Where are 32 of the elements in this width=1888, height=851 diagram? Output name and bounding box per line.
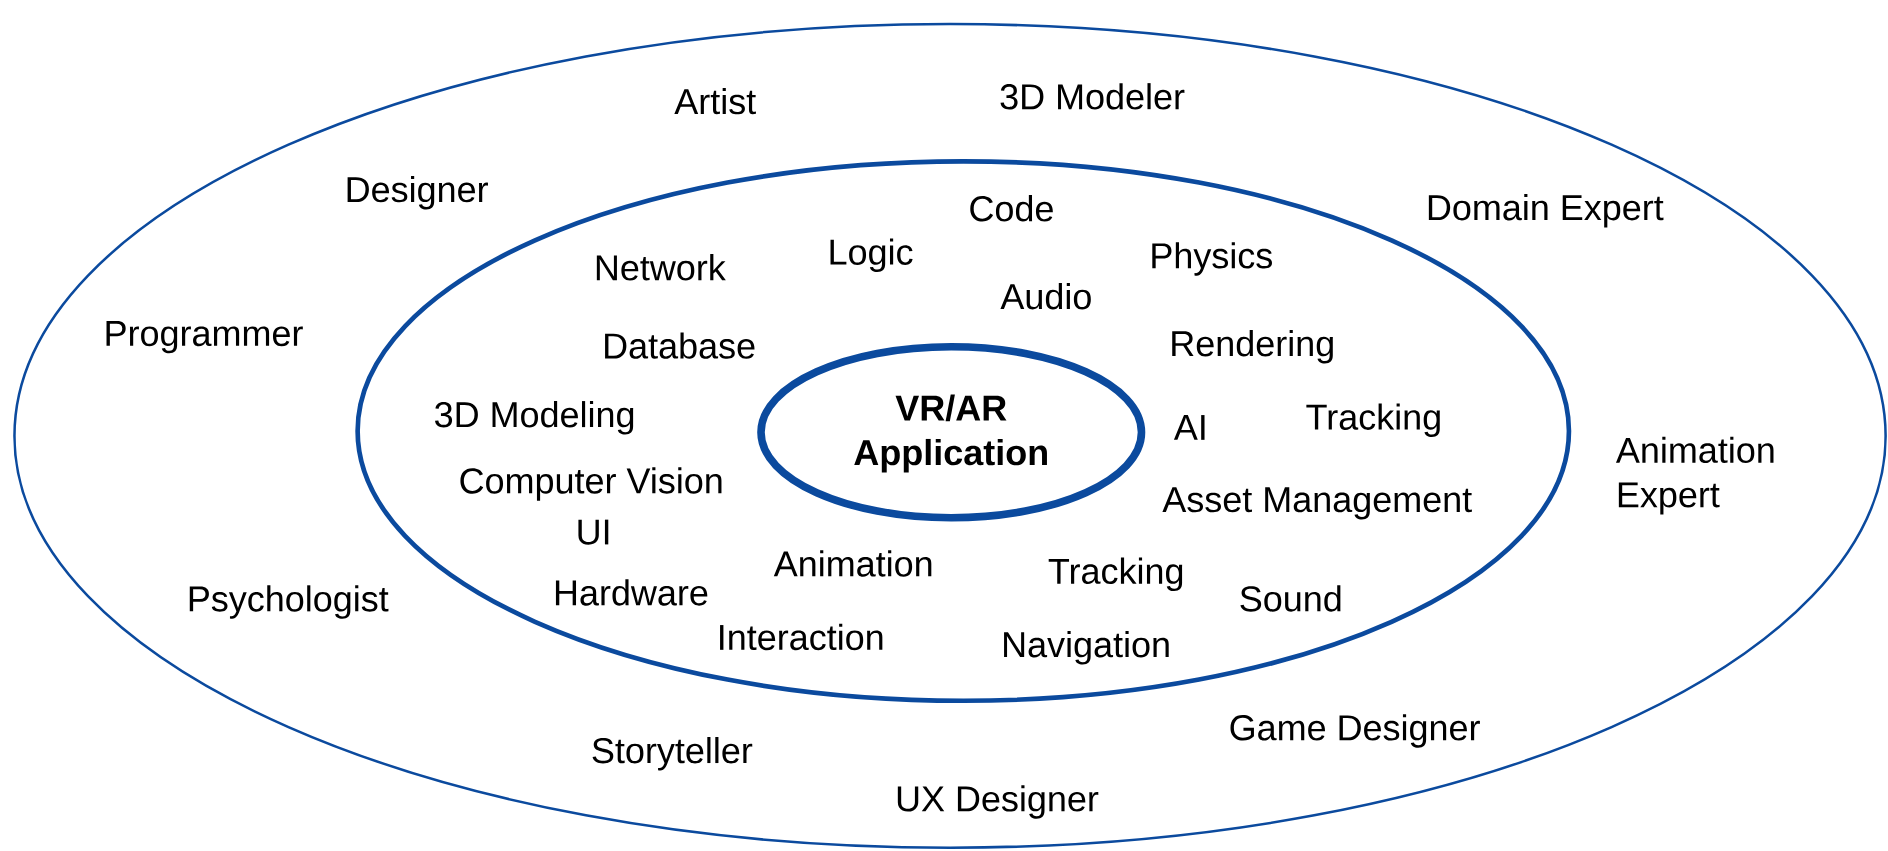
topic-label: Code <box>970 195 1053 222</box>
topic-label: Tracking <box>1306 403 1440 437</box>
topic-label: Tracking <box>1048 557 1183 591</box>
topic-label: Rendering <box>1172 329 1333 364</box>
topic-label: Computer Vision <box>460 467 722 501</box>
topic-label: Database <box>605 332 755 359</box>
role-label: Psychologist <box>189 585 389 619</box>
inner-ellipse <box>757 342 1146 522</box>
role-label: 3D Modeler <box>1000 83 1185 110</box>
outer-ellipse <box>13 22 1887 849</box>
role-label: Programmer <box>106 320 303 354</box>
center-label: VR/AR Application <box>854 394 1047 473</box>
topic-label: Hardware <box>555 579 708 606</box>
role-label: UX Designer <box>897 785 1099 819</box>
topic-label: Interaction <box>720 623 883 651</box>
role-label: Game Designer <box>1230 714 1480 748</box>
role-label: Artist <box>674 87 756 115</box>
role-label: Storyteller <box>592 736 753 771</box>
topic-label: Sound <box>1240 585 1341 612</box>
topic-label: AI <box>1173 414 1205 440</box>
topic-label: Audio <box>1000 282 1091 310</box>
topic-label: 3D Modeling <box>435 400 634 435</box>
topic-label: Navigation <box>1004 630 1169 665</box>
topic-label: Logic <box>830 238 913 272</box>
role-label: Domain Expert <box>1428 193 1664 228</box>
topic-label: Animation <box>773 550 932 577</box>
role-label: Designer <box>347 175 488 210</box>
role-label: Animation Expert <box>1615 436 1774 515</box>
topic-label: Network <box>596 253 726 281</box>
topic-label: UI <box>578 519 609 545</box>
topic-label: Physics <box>1152 242 1272 276</box>
topic-label: Asset Management <box>1162 487 1472 520</box>
